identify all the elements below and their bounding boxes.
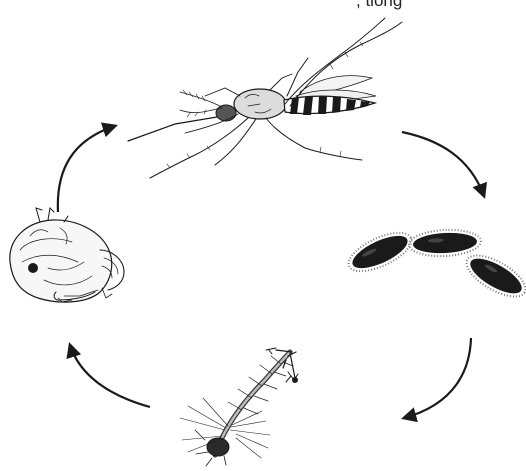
arrow-pupa-to-adult [58,126,115,212]
mosquito-pupa-icon [10,208,124,302]
mosquito-larva-icon [180,348,298,466]
adult-mosquito-icon [128,18,402,178]
mosquito-eggs-icon [343,225,526,305]
arrow-larva-to-pupa [70,345,150,407]
arrow-adult-to-eggs [402,132,484,196]
arrow-eggs-to-larva [404,338,471,418]
